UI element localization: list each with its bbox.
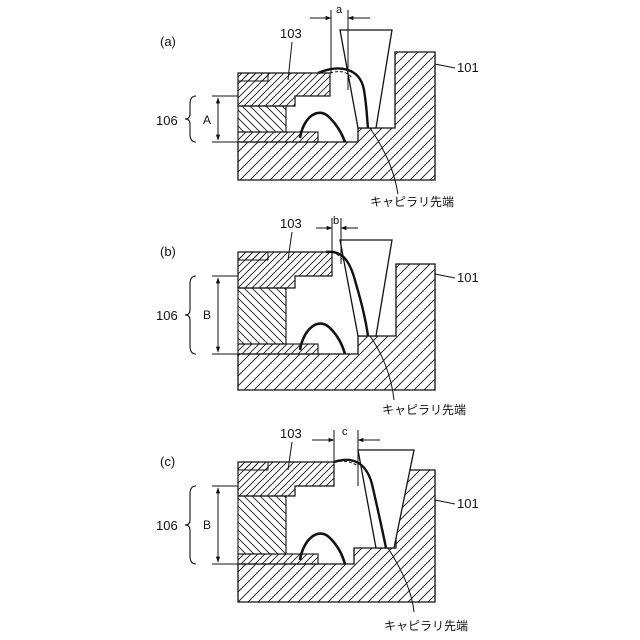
lead-label: 103 (280, 26, 302, 41)
lower-lead-strip (238, 344, 318, 354)
tip-label: キャピラリ先端 (382, 403, 466, 417)
height-label: B (203, 308, 211, 322)
bracket (185, 486, 196, 564)
bracket-label: 106 (156, 113, 178, 128)
lower-lead-strip (238, 554, 318, 564)
spacer-block (238, 496, 286, 554)
panel-label: (b) (160, 244, 176, 259)
base-label: 101 (457, 496, 479, 511)
bracket-label: 106 (156, 518, 178, 533)
panel-label: (a) (160, 34, 176, 49)
spacer-block (238, 288, 286, 344)
panel-b: (b) b B 106 103 101 キャピラリ先端 (156, 215, 479, 417)
lower-lead-strip (238, 132, 318, 142)
lead-tab (238, 252, 268, 260)
tip-label: キャピラリ先端 (384, 619, 468, 633)
tip-label: キャピラリ先端 (370, 195, 454, 209)
base-label: 101 (457, 270, 479, 285)
lead-label: 103 (280, 216, 302, 231)
panel-a: (a) a A 106 103 101 (156, 4, 479, 209)
gap-label: a (336, 4, 343, 16)
gap-label: b (333, 215, 339, 227)
base-label: 101 (457, 60, 479, 75)
panel-c: (c) c B 106 103 101 キャピラリ先端 (156, 426, 479, 633)
lead-label: 103 (280, 426, 302, 441)
bracket (185, 96, 196, 142)
gap-label: c (342, 426, 348, 438)
panel-label: (c) (160, 454, 175, 469)
height-label: A (203, 113, 211, 127)
height-label: B (203, 518, 211, 532)
bracket-label: 106 (156, 308, 178, 323)
lead-tab (238, 462, 268, 470)
spacer-block (238, 106, 286, 132)
lead-tab (238, 73, 268, 81)
bracket (185, 276, 196, 354)
